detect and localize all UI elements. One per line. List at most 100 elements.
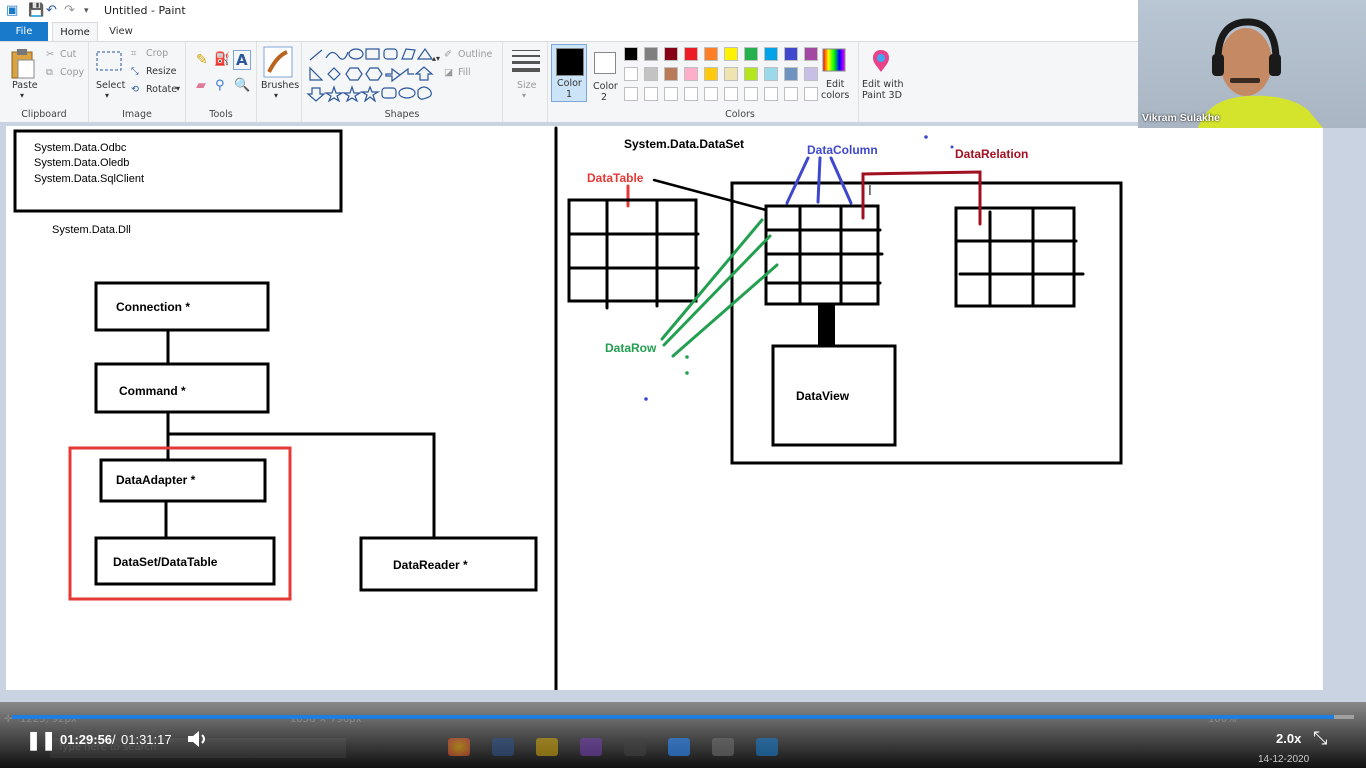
fill-button[interactable]: Fill [458, 67, 471, 78]
tab-home[interactable]: Home [52, 22, 98, 42]
resize-button[interactable]: Resize [146, 66, 177, 77]
paste-icon[interactable] [10, 48, 36, 80]
fill-bucket-icon[interactable]: ⛽ [214, 52, 231, 67]
brush-icon[interactable] [263, 46, 293, 78]
paint-taskbar-icon[interactable] [756, 738, 778, 756]
palette-swatch[interactable] [764, 67, 778, 81]
video-player-controls: ✛ 1223, 92px 1056 × 796px 100% Type here… [0, 702, 1366, 768]
zoom-taskbar-icon[interactable] [668, 738, 690, 756]
custom-color-swatch[interactable] [644, 87, 658, 101]
highlight-box [68, 446, 292, 601]
magnifier-icon[interactable]: 🔍 [234, 78, 251, 93]
shapes-scroll-icon[interactable]: ▴▾ [432, 54, 441, 63]
paint3d-label-2[interactable]: Paint 3D [862, 90, 902, 101]
exit-fullscreen-icon[interactable]: ⤡ [1313, 728, 1328, 748]
redo-icon[interactable]: ↷ [64, 3, 75, 18]
rotate-button[interactable]: Rotate [146, 84, 178, 95]
chrome-taskbar-icon[interactable] [448, 738, 470, 756]
custom-color-swatch[interactable] [624, 87, 638, 101]
edit-colors-icon[interactable] [822, 48, 846, 72]
save-icon[interactable]: 💾 [28, 3, 45, 18]
paste-button[interactable]: Paste [12, 80, 38, 91]
eraser-icon[interactable]: ▰ [196, 78, 206, 93]
window-taskbar-icon[interactable] [624, 738, 646, 756]
pause-icon[interactable]: ❚❚ [26, 730, 57, 750]
app-taskbar-icon[interactable] [712, 738, 734, 756]
palette-swatch[interactable] [764, 47, 778, 61]
custom-color-swatch[interactable] [744, 87, 758, 101]
color1-selector[interactable]: Color 1 [551, 44, 587, 102]
playback-speed[interactable]: 2.0x [1276, 731, 1302, 746]
custom-color-swatch[interactable] [724, 87, 738, 101]
explorer-taskbar-icon[interactable] [536, 738, 558, 756]
palette-swatch[interactable] [804, 47, 818, 61]
custom-color-swatch[interactable] [664, 87, 678, 101]
palette-swatch[interactable] [644, 67, 658, 81]
rotate-dropdown-icon[interactable]: ▾ [176, 84, 181, 93]
paint3d-icon[interactable] [869, 48, 893, 74]
datareader-label: DataReader * [393, 558, 468, 572]
quick-access-dropdown-icon[interactable]: ▾ [84, 6, 89, 16]
tab-view[interactable]: View [109, 26, 133, 37]
palette-swatch[interactable] [784, 67, 798, 81]
palette-swatch[interactable] [744, 67, 758, 81]
volume-icon[interactable] [186, 729, 210, 749]
size-dropdown-icon[interactable]: ▾ [522, 91, 527, 100]
visualstudio-taskbar-icon[interactable] [580, 738, 602, 756]
color1-swatch [556, 48, 584, 76]
fill-icon: ◪ [444, 67, 453, 78]
palette-swatch[interactable] [684, 67, 698, 81]
tools-group-label: Tools [209, 109, 233, 120]
palette-swatch[interactable] [684, 47, 698, 61]
custom-color-swatch[interactable] [764, 87, 778, 101]
cut-icon: ✂ [46, 49, 54, 60]
text-tool-icon[interactable]: A [233, 50, 251, 70]
size-button[interactable]: Size [517, 80, 537, 91]
select-dropdown-icon[interactable]: ▾ [105, 91, 110, 100]
palette-swatch[interactable] [704, 47, 718, 61]
select-icon[interactable] [95, 50, 123, 72]
palette-swatch[interactable] [664, 47, 678, 61]
datacolumn-label: DataColumn [807, 143, 878, 157]
tab-file[interactable]: File [0, 22, 48, 41]
paint3d-label[interactable]: Edit with [862, 79, 904, 90]
palette-swatch[interactable] [624, 67, 638, 81]
edit-colors-label[interactable]: Edit [826, 79, 845, 90]
edit-colors-label-2[interactable]: colors [821, 90, 850, 101]
palette-swatch[interactable] [624, 47, 638, 61]
custom-color-swatch[interactable] [784, 87, 798, 101]
palette-swatch[interactable] [784, 47, 798, 61]
shapes-gallery[interactable] [306, 46, 436, 102]
taskbar-search-box[interactable]: Type here to search [50, 738, 346, 758]
custom-color-swatch[interactable] [704, 87, 718, 101]
paste-dropdown-icon[interactable]: ▾ [20, 91, 25, 100]
cut-button[interactable]: Cut [60, 49, 77, 60]
color1-number: 1 [566, 89, 573, 100]
custom-color-swatch[interactable] [684, 87, 698, 101]
namespace-odbc: System.Data.Odbc [34, 142, 127, 154]
crop-button[interactable]: Crop [146, 48, 169, 59]
custom-color-swatch[interactable] [804, 87, 818, 101]
select-button[interactable]: Select [96, 80, 126, 91]
brushes-button[interactable]: Brushes [261, 80, 300, 91]
palette-swatch[interactable] [804, 67, 818, 81]
brushes-dropdown-icon[interactable]: ▾ [274, 91, 279, 100]
progress-bar[interactable] [12, 715, 1354, 719]
palette-swatch[interactable] [704, 67, 718, 81]
dataset-datatable-box [94, 536, 276, 586]
size-icon[interactable] [511, 48, 541, 74]
pencil-icon[interactable]: ✎ [196, 52, 208, 68]
palette-swatch[interactable] [664, 67, 678, 81]
palette-swatch[interactable] [724, 47, 738, 61]
resize-icon: ⤡ [131, 66, 139, 77]
outline-button[interactable]: Outline [458, 49, 493, 60]
undo-icon[interactable]: ↶ [46, 3, 57, 18]
palette-swatch[interactable] [724, 67, 738, 81]
color2-selector[interactable]: Color 2 [588, 44, 622, 103]
palette-swatch[interactable] [744, 47, 758, 61]
drawing-canvas[interactable]: System.Data.Odbc System.Data.Oledb Syste… [6, 126, 1323, 690]
color-picker-icon[interactable]: ⚲ [215, 78, 225, 93]
copy-button[interactable]: Copy [60, 67, 85, 78]
word-taskbar-icon[interactable] [492, 738, 514, 756]
palette-swatch[interactable] [644, 47, 658, 61]
